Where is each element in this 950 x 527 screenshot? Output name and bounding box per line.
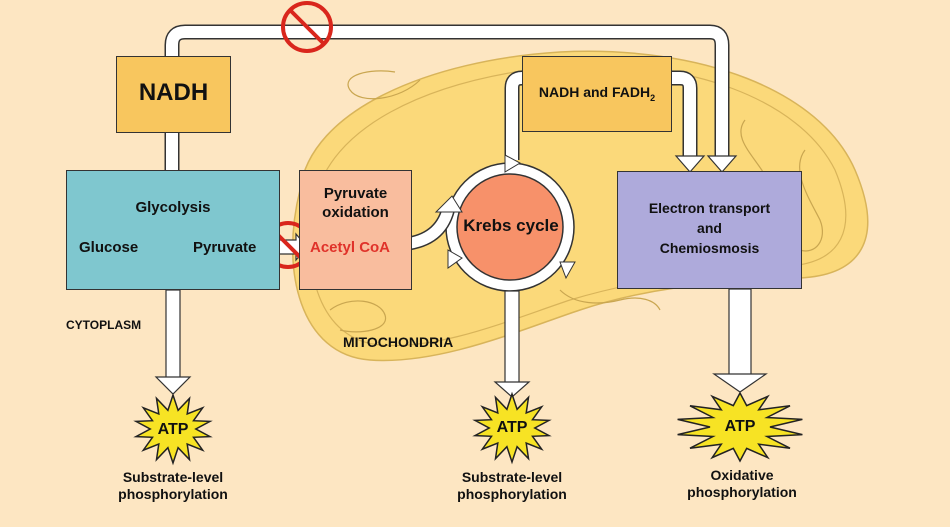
nadh-fadh2-box: NADH and FADH2: [522, 56, 672, 132]
mitochondria-label: MITOCHONDRIA: [343, 334, 454, 350]
glucose-label: Glucose: [79, 239, 139, 256]
fadh-to-etc-arrowhead: [674, 155, 706, 173]
atp-burst-icon: [677, 391, 803, 463]
atp-caption-1-line1: Substrate-level: [122, 469, 224, 485]
glycolysis-to-atp-stem: [165, 289, 181, 379]
cytoplasm-label: CYTOPLASM: [66, 318, 142, 332]
etc-to-atp-arrowhead: [712, 373, 768, 393]
pyruvate-oxidation-box: Pyruvate oxidation Acetyl CoA: [299, 170, 412, 290]
etc-to-atp-stem: [728, 288, 752, 376]
krebs-cycle-label: Krebs cycle: [463, 216, 559, 235]
etc-box: Electron transport and Chemiosmosis: [617, 171, 802, 289]
krebs-cycle-core: [456, 173, 564, 281]
atp-caption-2: Substrate-level phosphorylation: [442, 469, 582, 503]
pyruvate-oxidation-title-1: Pyruvate: [323, 185, 388, 202]
glycolysis-box: Glycolysis Glucose Pyruvate: [66, 170, 280, 290]
krebs-arrow-top: [504, 154, 522, 173]
prohibited-icon: [281, 1, 333, 53]
nadh-fadh2-label: NADH and FADH2: [523, 84, 671, 104]
krebs-arrow-right: [559, 261, 576, 280]
nadh-shuttle-arrowhead: [706, 155, 738, 173]
atp-caption-3: Oxidative phosphorylation: [672, 467, 812, 501]
atp-burst-icon: [133, 392, 213, 466]
atp-caption-3-line2: phosphorylation: [687, 483, 797, 500]
glycolysis-to-atp-arrowhead: [154, 376, 192, 395]
krebs-to-atp-stem: [504, 290, 520, 384]
crista: [799, 149, 823, 252]
atp-label-2: ATP: [496, 419, 528, 436]
atp-burst-icon: [472, 391, 552, 465]
etc-line3: Chemiosmosis: [659, 240, 760, 256]
atp-caption-3-line1: Oxidative: [710, 467, 774, 483]
acetyl-to-krebs-arrowhead: [434, 195, 463, 213]
pyruvate-oxidation-title-2: oxidation: [322, 204, 389, 221]
atp-label-3: ATP: [724, 418, 756, 435]
krebs-to-nadh-pipe-fill: [506, 72, 528, 160]
nadh-fadh2-text: NADH and FADH: [538, 84, 651, 100]
atp-caption-2-line1: Substrate-level: [461, 469, 563, 485]
fadh-to-etc-pipe-fill: [672, 72, 696, 158]
krebs-to-atp-arrowhead: [493, 381, 531, 398]
glycolysis-title: Glycolysis: [135, 199, 211, 216]
crista: [347, 70, 421, 100]
atp-label-1: ATP: [157, 421, 189, 438]
nadh-shuttle-pipe-fill: [166, 26, 728, 172]
crista: [329, 300, 387, 333]
atp-caption-2-line2: phosphorylation: [457, 485, 567, 502]
nadh-box: NADH: [116, 56, 231, 133]
atp-caption-1: Substrate-level phosphorylation: [103, 469, 243, 503]
acetyl-coa-label: Acetyl CoA: [310, 239, 391, 256]
krebs-arrow-left: [447, 249, 463, 269]
etc-line1: Electron transport: [648, 200, 771, 216]
etc-line2: and: [697, 220, 722, 236]
fadh2-subscript: 2: [650, 92, 656, 103]
atp-caption-1-line2: phosphorylation: [118, 485, 228, 502]
nadh-label: NADH: [138, 79, 209, 106]
crista: [559, 289, 661, 311]
pyruvate-label: Pyruvate: [193, 239, 257, 256]
